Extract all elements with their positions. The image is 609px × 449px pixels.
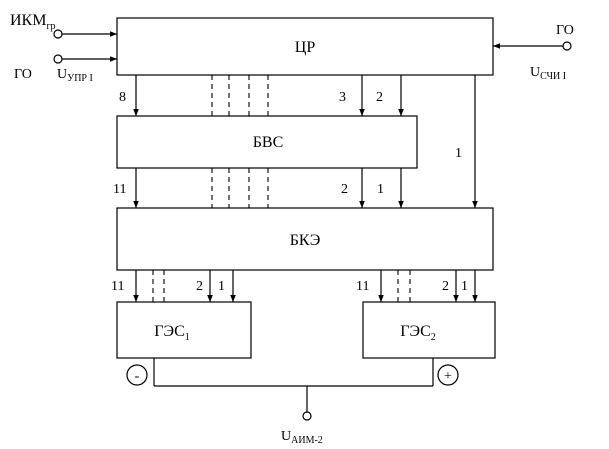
polarity-plus-label: + bbox=[444, 369, 452, 384]
block-ges2-label: ГЭС2 bbox=[400, 323, 435, 343]
bus-label: 2 bbox=[442, 279, 449, 294]
output-wiring bbox=[153, 358, 434, 421]
bus-bke-ges1: 11 2 1 bbox=[111, 270, 236, 302]
bus-label: 11 bbox=[111, 279, 124, 294]
block-ges1-label: ГЭС1 bbox=[154, 323, 189, 343]
polarity-minus-label: - bbox=[135, 369, 140, 384]
input-ikm: ИКМгр bbox=[10, 12, 117, 39]
block-bvs: БВС bbox=[116, 115, 418, 169]
input-u-upr: ГО UУПР I bbox=[14, 54, 117, 84]
polarity-plus: + bbox=[437, 364, 459, 386]
bus-label: 2 bbox=[341, 182, 348, 197]
bus-label: 3 bbox=[339, 90, 346, 105]
input-go-left-label: ГО bbox=[14, 67, 32, 82]
input-u-schi-label: UСЧИ I bbox=[530, 65, 566, 82]
bus-label: 1 bbox=[218, 279, 225, 294]
input-u-upr-label: UУПР I bbox=[57, 67, 93, 84]
bus-bvs-bke: 11 2 1 bbox=[113, 168, 404, 208]
block-bvs-label: БВС bbox=[253, 134, 284, 151]
polarity-minus: - bbox=[126, 364, 148, 386]
bus-label: 1 bbox=[377, 182, 384, 197]
bus-label: 2 bbox=[196, 279, 203, 294]
bus-label: 8 bbox=[119, 90, 126, 105]
block-bke-label: БКЭ bbox=[290, 232, 321, 249]
input-go-right-label: ГО bbox=[556, 23, 574, 38]
bus-cr-bke: 1 bbox=[455, 75, 478, 208]
block-cr: ЦР bbox=[116, 17, 494, 76]
bus-label: 11 bbox=[356, 279, 369, 294]
bus-label: 1 bbox=[455, 146, 462, 161]
block-bke: БКЭ bbox=[116, 207, 494, 271]
block-cr-label: ЦР bbox=[295, 39, 316, 56]
bus-label: 1 bbox=[461, 279, 468, 294]
output-u-aim-label: UАИМ-2 bbox=[281, 429, 323, 446]
input-ikm-label: ИКМгр bbox=[10, 12, 56, 32]
input-u-schi: ГО UСЧИ I bbox=[493, 23, 574, 82]
bus-label: 11 bbox=[113, 182, 126, 197]
bus-label: 2 bbox=[376, 90, 383, 105]
block-ges1: ГЭС1 bbox=[116, 301, 252, 359]
bus-cr-bvs: 8 3 2 bbox=[119, 75, 404, 116]
bus-bke-ges2: 11 2 1 bbox=[356, 270, 478, 302]
block-ges2: ГЭС2 bbox=[362, 301, 496, 359]
